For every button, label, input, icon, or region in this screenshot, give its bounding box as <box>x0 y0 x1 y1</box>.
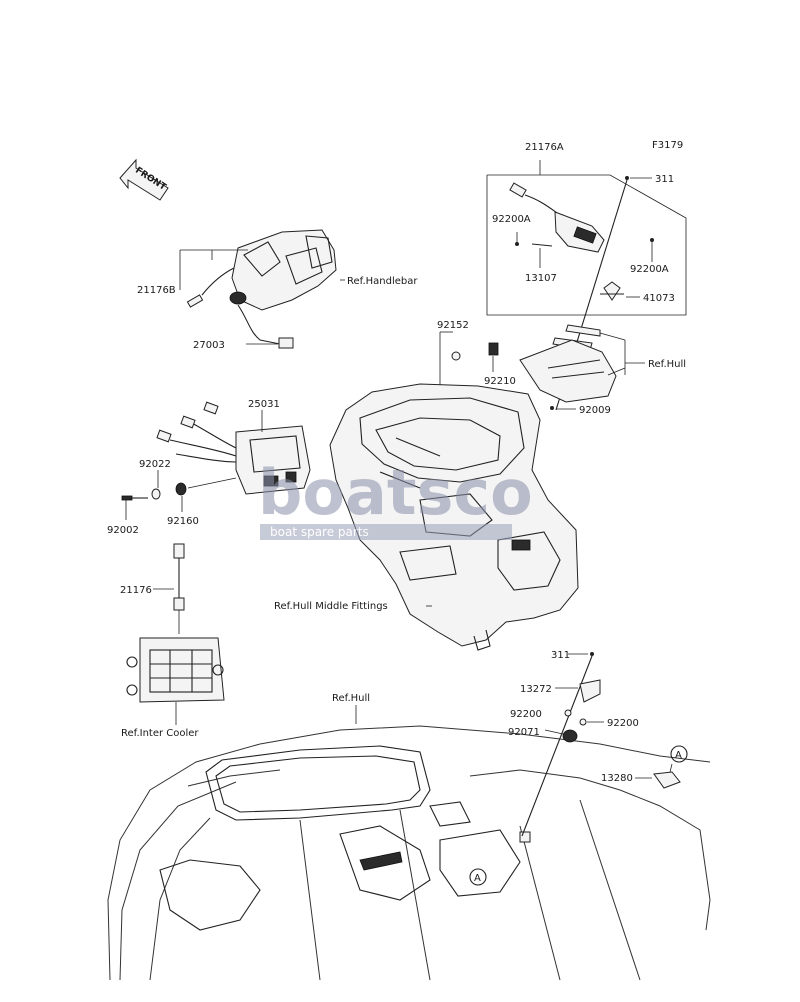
clip-41073 <box>600 281 624 301</box>
grommet-92210 <box>488 342 499 356</box>
washer-92022 <box>151 488 161 500</box>
label-41073: 41073 <box>643 293 675 304</box>
label-27003: 27003 <box>193 340 225 351</box>
front-arrow-icon: FRONT <box>119 158 169 201</box>
label-92009: 92009 <box>579 405 611 416</box>
label-21176B: 21176B <box>137 285 176 296</box>
handlebar-switch <box>229 229 337 311</box>
figure-code: F3179 <box>652 140 683 151</box>
label-ref-hull-middle: Ref.Hull Middle Fittings <box>274 601 388 612</box>
callout-a-bottom-label: A <box>474 873 481 884</box>
label-ref-handlebar: Ref.Handlebar <box>347 276 418 287</box>
label-92200A-right: 92200A <box>630 264 669 275</box>
light-bracket <box>519 324 617 403</box>
washer-92200-right <box>579 718 587 726</box>
callout-a-top <box>670 745 688 763</box>
label-311-top: 311 <box>655 174 674 185</box>
label-92022: 92022 <box>139 459 171 470</box>
label-92200-right: 92200 <box>607 718 639 729</box>
washer-92152 <box>451 351 461 361</box>
hull-deck <box>107 725 711 981</box>
label-21176A: 21176A <box>525 142 564 153</box>
label-25031: 25031 <box>248 399 280 410</box>
washer-92200-left <box>564 709 572 717</box>
label-ref-hull-bottom: Ref.Hull <box>332 693 370 704</box>
sensor-21176 <box>173 543 185 611</box>
callout-a-top-label: A <box>675 750 682 761</box>
label-13107: 13107 <box>525 273 557 284</box>
plate-13280 <box>653 771 681 789</box>
label-ref-inter-cooler: Ref.Inter Cooler <box>121 728 199 739</box>
label-92152: 92152 <box>437 320 469 331</box>
grommet-92071 <box>562 729 578 743</box>
light-plug-assembly <box>509 182 605 253</box>
connector-21176B <box>186 294 204 308</box>
bracket-13272 <box>579 679 601 703</box>
connector-27003 <box>278 337 294 349</box>
watermark-tagline: boat spare parts <box>270 525 369 539</box>
label-92160: 92160 <box>167 516 199 527</box>
label-92071: 92071 <box>508 727 540 738</box>
inter-cooler <box>126 637 225 703</box>
label-13280: 13280 <box>601 773 633 784</box>
label-92200A-left: 92200A <box>492 214 531 225</box>
bolt-92002 <box>121 495 133 501</box>
watermark: boatsco boat spare parts <box>258 456 533 540</box>
callout-a-bottom <box>469 868 487 886</box>
label-92002: 92002 <box>107 525 139 536</box>
label-21176: 21176 <box>120 585 152 596</box>
label-ref-hull-top: Ref.Hull <box>648 359 686 370</box>
meter-25031 <box>235 425 311 495</box>
label-92210: 92210 <box>484 376 516 387</box>
grommet-92160 <box>175 482 187 496</box>
top-right-panel <box>486 160 687 411</box>
label-311-bottom: 311 <box>551 650 570 661</box>
label-92200-left: 92200 <box>510 709 542 720</box>
watermark-brand: boatsco <box>258 456 533 529</box>
label-13272: 13272 <box>520 684 552 695</box>
